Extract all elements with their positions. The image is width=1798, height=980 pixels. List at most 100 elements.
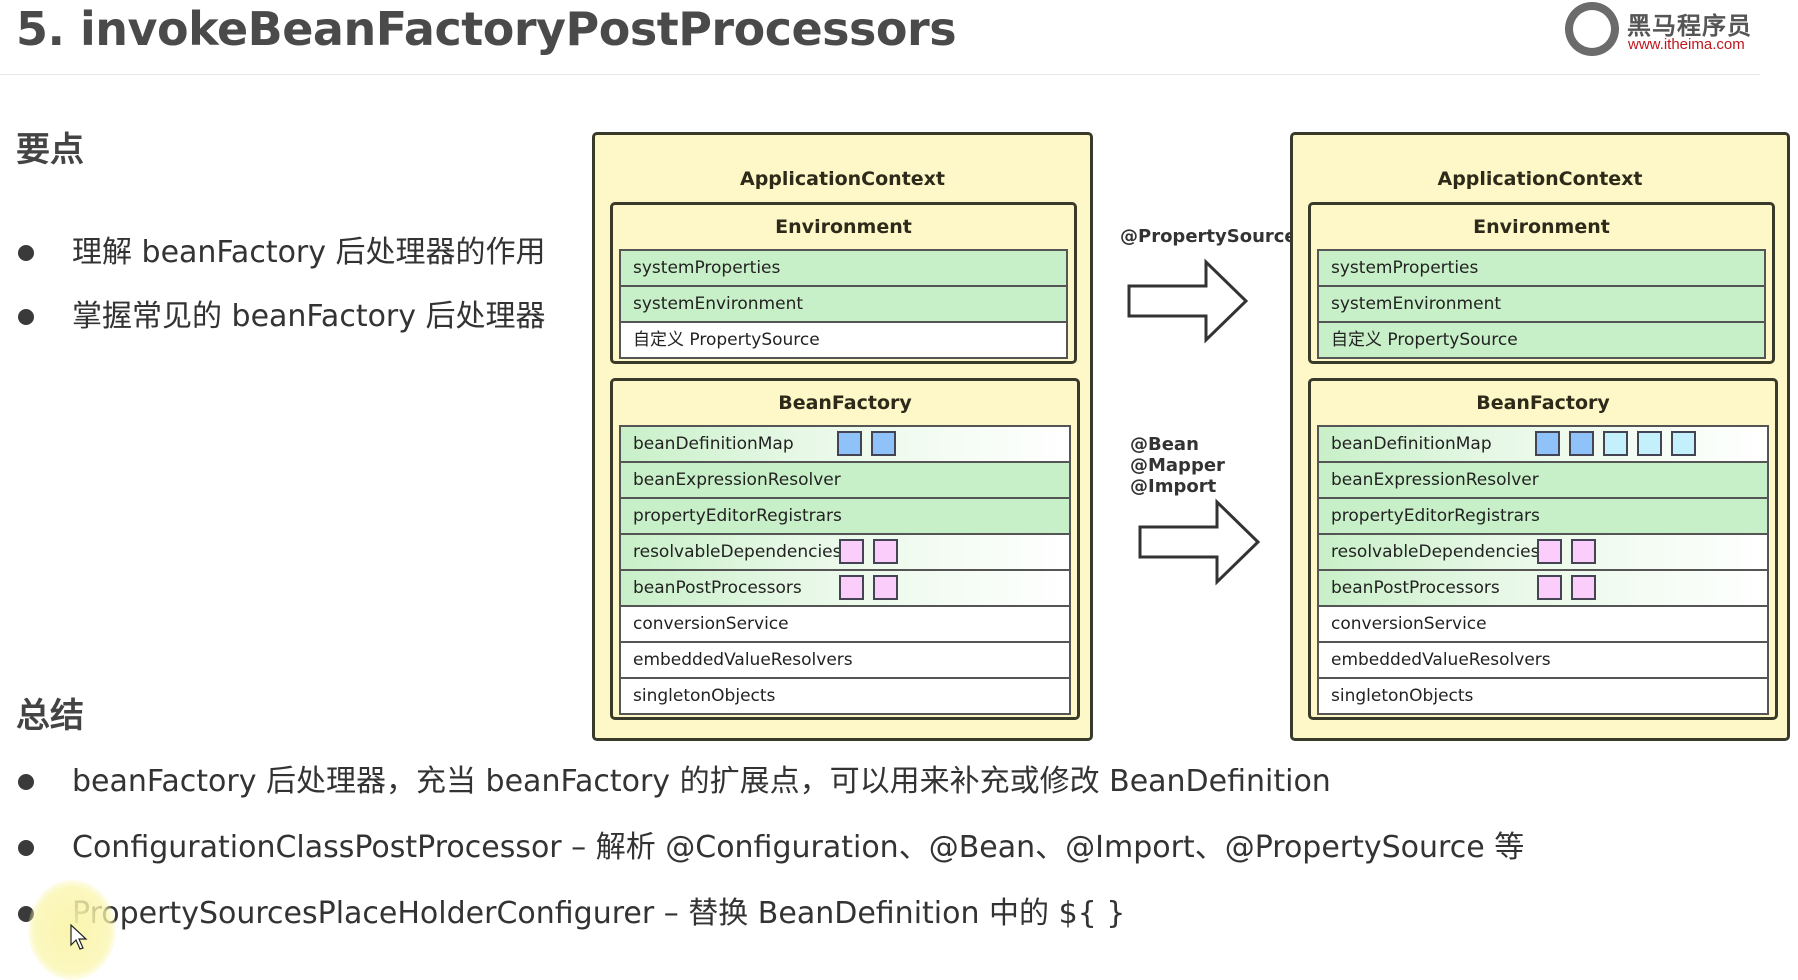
field-row: resolvableDependencies (1319, 535, 1767, 571)
field-row: resolvableDependencies (621, 535, 1069, 571)
entry-squares (839, 575, 898, 600)
field-row: singletonObjects (621, 679, 1069, 715)
entry-squares (839, 539, 898, 564)
field-label: resolvableDependencies (1331, 542, 1540, 562)
pink-entry-square (873, 539, 898, 564)
bullet-icon (18, 309, 34, 325)
field-label: singletonObjects (1331, 686, 1474, 706)
summary-heading: 总结 (16, 696, 84, 736)
field-label: systemEnvironment (633, 294, 804, 314)
environment-title: Environment (775, 216, 912, 238)
entry-squares (1537, 539, 1596, 564)
field-row: beanPostProcessors (1319, 571, 1767, 607)
pink-entry-square (1537, 575, 1562, 600)
bean-factory-rows: beanDefinitionMap beanExpressionResolver p… (1317, 425, 1769, 715)
pink-entry-square (839, 575, 864, 600)
entry-squares (837, 431, 896, 456)
field-label: systemProperties (1331, 258, 1479, 278)
horse-logo-icon (1565, 2, 1619, 56)
field-label: propertyEditorRegistrars (1331, 506, 1540, 526)
environment-panel-after: Environment systemProperties systemEnviro… (1308, 202, 1775, 364)
field-row: beanExpressionResolver (1319, 463, 1767, 499)
application-context-before: ApplicationContext Environment systemPro… (592, 132, 1093, 741)
field-label: singletonObjects (633, 686, 776, 706)
field-row: 自定义 PropertySource (621, 323, 1066, 359)
bullet-icon (18, 774, 34, 790)
field-row: systemEnvironment (621, 287, 1066, 323)
mouse-cursor-icon (70, 924, 88, 950)
field-row: beanExpressionResolver (621, 463, 1069, 499)
field-label: embeddedValueResolvers (633, 650, 853, 670)
field-row: singletonObjects (1319, 679, 1767, 715)
field-row: 自定义 PropertySource (1319, 323, 1764, 359)
summary-list: beanFactory 后处理器，充当 beanFactory 的扩展点，可以用… (16, 760, 1524, 958)
field-label: systemProperties (633, 258, 781, 278)
field-row: beanDefinitionMap (1319, 427, 1767, 463)
key-points-list: 理解 beanFactory 后处理器的作用 掌握常见的 beanFactory… (16, 230, 546, 358)
field-label: resolvableDependencies (633, 542, 842, 562)
lightblue-entry-square (1637, 431, 1662, 456)
logo-url: www.itheima.com (1628, 36, 1745, 53)
bullet-icon (18, 840, 34, 856)
environment-rows: systemProperties systemEnvironment 自定义 Pro… (619, 249, 1068, 359)
pink-entry-square (1537, 539, 1562, 564)
field-row: propertyEditorRegistrars (1319, 499, 1767, 535)
bean-factory-title: BeanFactory (778, 392, 912, 414)
slide-title: 5. invokeBeanFactoryPostProcessors (16, 2, 957, 56)
field-label: conversionService (633, 614, 789, 634)
field-label: embeddedValueResolvers (1331, 650, 1551, 670)
key-points-heading: 要点 (16, 130, 84, 170)
application-context-after: ApplicationContext Environment systemPro… (1290, 132, 1790, 741)
field-label: 自定义 PropertySource (1331, 330, 1518, 350)
bean-factory-title: BeanFactory (1476, 392, 1610, 414)
key-point-item: 理解 beanFactory 后处理器的作用 (16, 230, 546, 294)
field-row: systemProperties (1319, 251, 1764, 287)
bean-factory-panel-before: BeanFactory beanDefinitionMap beanExpress… (610, 378, 1080, 720)
field-row: propertyEditorRegistrars (621, 499, 1069, 535)
field-row: conversionService (1319, 607, 1767, 643)
field-label: propertyEditorRegistrars (633, 506, 842, 526)
arrow-label-annotations: @Bean @Mapper @Import (1130, 434, 1225, 497)
field-label: beanExpressionResolver (633, 470, 841, 490)
blue-entry-square (1535, 431, 1560, 456)
bean-factory-rows: beanDefinitionMap beanExpressionResolver p… (619, 425, 1071, 715)
field-label: beanDefinitionMap (1331, 434, 1492, 454)
field-label: beanPostProcessors (1331, 578, 1500, 598)
title-divider (0, 74, 1760, 75)
field-label: beanPostProcessors (633, 578, 802, 598)
field-label: 自定义 PropertySource (633, 330, 820, 350)
lightblue-entry-square (1603, 431, 1628, 456)
blue-entry-square (1569, 431, 1594, 456)
field-row: conversionService (621, 607, 1069, 643)
lightblue-entry-square (1671, 431, 1696, 456)
pink-entry-square (873, 575, 898, 600)
pink-entry-square (1571, 575, 1596, 600)
field-label: systemEnvironment (1331, 294, 1502, 314)
field-label: beanExpressionResolver (1331, 470, 1539, 490)
field-row: systemProperties (621, 251, 1066, 287)
environment-rows: systemProperties systemEnvironment 自定义 Pro… (1317, 249, 1766, 359)
environment-panel-before: Environment systemProperties systemEnviro… (610, 202, 1077, 364)
arrow-label-property-source: @PropertySource (1120, 226, 1297, 247)
bean-factory-panel-after: BeanFactory beanDefinitionMap beanExpress… (1308, 378, 1778, 720)
field-row: beanPostProcessors (621, 571, 1069, 607)
field-row: embeddedValueResolvers (1319, 643, 1767, 679)
entry-squares (1535, 431, 1696, 456)
entry-squares (1537, 575, 1596, 600)
field-label: conversionService (1331, 614, 1487, 634)
right-arrow-icon (1127, 258, 1249, 344)
application-context-title: ApplicationContext (739, 168, 946, 190)
field-row: systemEnvironment (1319, 287, 1764, 323)
field-row: beanDefinitionMap (621, 427, 1069, 463)
pink-entry-square (839, 539, 864, 564)
pink-entry-square (1571, 539, 1596, 564)
blue-entry-square (837, 431, 862, 456)
field-row: embeddedValueResolvers (621, 643, 1069, 679)
summary-item: ConfigurationClassPostProcessor – 解析 @Co… (16, 826, 1524, 892)
bullet-icon (18, 245, 34, 261)
environment-title: Environment (1473, 216, 1610, 238)
application-context-title: ApplicationContext (1437, 168, 1643, 190)
key-point-item: 掌握常见的 beanFactory 后处理器 (16, 294, 546, 358)
field-label: beanDefinitionMap (633, 434, 794, 454)
logo-name: 黑马程序员 (1627, 12, 1752, 40)
